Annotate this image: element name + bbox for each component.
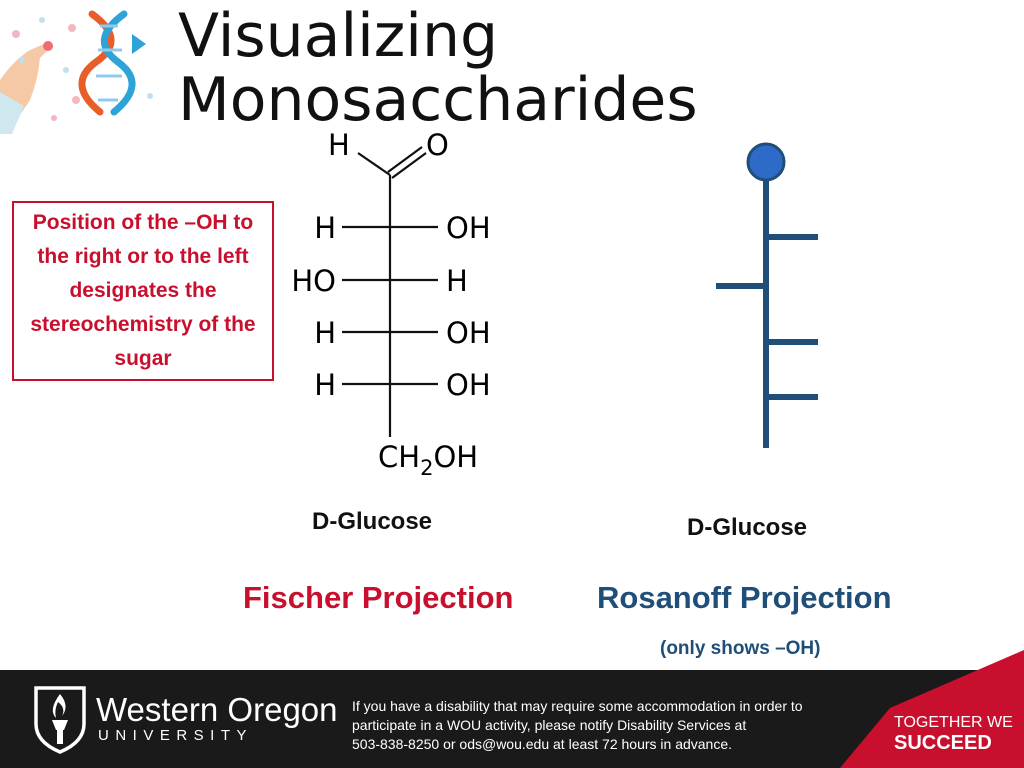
disability-notice: If you have a disability that may requir… [352, 697, 842, 754]
university-word: UNIVERSITY [98, 727, 254, 744]
decorative-dots [12, 17, 153, 121]
university-name: Western Oregon [96, 691, 338, 728]
ch-text: CH [378, 440, 420, 474]
row-2-left-label: HO [291, 264, 336, 298]
notice-line-3: 503-838-8250 or ods@wou.edu at least 72 … [352, 736, 733, 752]
notice-line-2: participate in a WOU activity, please no… [352, 717, 747, 733]
hand-holding-dot-icon [0, 41, 53, 134]
row-1-right-label: OH [446, 211, 491, 245]
row-4-right-label: OH [446, 368, 491, 402]
dna-helix-icon [78, 10, 146, 116]
rosanoff-sugar-name: D-Glucose [687, 514, 808, 541]
title-line-2: Monosaccharides [178, 65, 698, 135]
rosanoff-projection-diagram [716, 142, 818, 448]
aldehyde-o-bond-2 [391, 152, 427, 179]
callout-text: Position of the –OH to the right or to t… [30, 211, 256, 370]
rosanoff-aldehyde-dot [746, 142, 786, 182]
fischer-projection-label: Fischer Projection [243, 580, 514, 615]
row-2-right-label: H [446, 264, 468, 298]
stereochemistry-callout: Position of the –OH to the right or to t… [12, 201, 274, 381]
torch-logo-icon [34, 686, 86, 754]
aldehyde-h-bond [357, 152, 391, 176]
ch2oh-label: CH2OH [378, 440, 478, 480]
aldehyde-o-label: O [426, 128, 449, 162]
oh-text: OH [433, 440, 478, 474]
dna-illustration [0, 10, 153, 134]
row-3-right-label: OH [446, 316, 491, 350]
footer-bar [0, 670, 1024, 768]
row-3-left-label: H [314, 316, 336, 350]
fischer-projection-diagram: H O H OH HO H H OH H OH CH2OH [291, 128, 491, 480]
footer-red-accent [840, 650, 1024, 768]
row-1-left-label: H [314, 211, 336, 245]
notice-line-1: If you have a disability that may requir… [352, 698, 803, 714]
rosanoff-projection-label: Rosanoff Projection [597, 580, 892, 615]
fischer-sugar-name: D-Glucose [312, 508, 433, 535]
subscript-2: 2 [420, 456, 433, 480]
tagline-line-1: TOGETHER WE [894, 714, 1013, 731]
title-line-1: Visualizing [178, 1, 499, 71]
row-4-left-label: H [314, 368, 336, 402]
rosanoff-note: (only shows –OH) [660, 638, 821, 659]
fischer-bonds [342, 146, 438, 437]
tagline-line-2: SUCCEED [894, 732, 992, 754]
slide-title: Visualizing Monosaccharides [178, 4, 698, 132]
aldehyde-h-label: H [328, 128, 350, 162]
aldehyde-o-bond-1 [387, 146, 423, 173]
